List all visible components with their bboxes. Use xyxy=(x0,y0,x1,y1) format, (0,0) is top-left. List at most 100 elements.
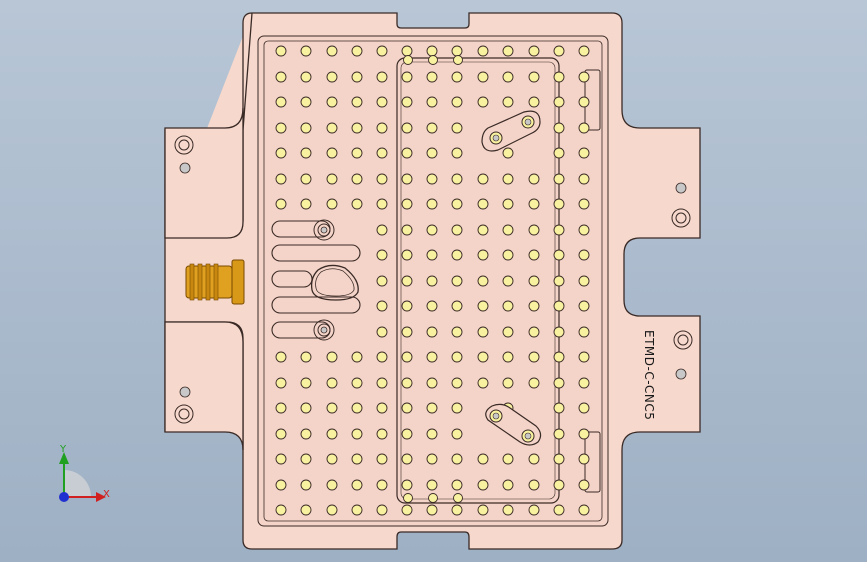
vacuum-hole xyxy=(451,351,463,363)
vacuum-hole xyxy=(477,377,489,389)
vacuum-hole xyxy=(275,96,287,108)
vacuum-hole xyxy=(275,173,287,185)
teardrop-inner xyxy=(315,268,355,297)
vacuum-hole xyxy=(578,275,590,287)
mount-hole-right-upper[interactable] xyxy=(671,208,691,228)
vacuum-hole xyxy=(477,326,489,338)
vacuum-hole xyxy=(275,198,287,210)
hose-fitting[interactable] xyxy=(185,259,245,305)
vacuum-hole xyxy=(477,173,489,185)
vacuum-hole xyxy=(401,122,413,134)
vacuum-hole xyxy=(351,122,363,134)
vacuum-hole xyxy=(376,224,388,236)
vacuum-hole xyxy=(300,351,312,363)
vacuum-hole xyxy=(401,173,413,185)
vacuum-hole xyxy=(451,428,463,440)
vacuum-hole xyxy=(528,71,540,83)
vacuum-hole xyxy=(451,377,463,389)
vacuum-hole xyxy=(502,147,514,159)
vacuum-hole xyxy=(553,249,565,261)
vacuum-hole xyxy=(426,224,438,236)
vacuum-hole xyxy=(502,275,514,287)
vacuum-hole xyxy=(426,275,438,287)
vacuum-hole xyxy=(477,198,489,210)
coordinate-triad: Y X xyxy=(59,444,110,502)
vacuum-hole xyxy=(351,377,363,389)
vacuum-hole xyxy=(578,122,590,134)
vacuum-hole xyxy=(401,428,413,440)
notch-hole xyxy=(403,55,413,65)
vacuum-hole xyxy=(528,45,540,57)
vacuum-hole xyxy=(553,402,565,414)
vacuum-hole xyxy=(376,453,388,465)
vacuum-hole xyxy=(376,71,388,83)
vacuum-hole xyxy=(578,428,590,440)
vacuum-hole xyxy=(451,198,463,210)
vacuum-hole xyxy=(553,300,565,312)
vacuum-hole xyxy=(351,71,363,83)
clamp-link-upper[interactable] xyxy=(481,110,541,152)
vacuum-hole xyxy=(477,300,489,312)
vacuum-hole xyxy=(477,71,489,83)
vacuum-hole xyxy=(401,249,413,261)
vacuum-hole xyxy=(528,198,540,210)
dowel-lower[interactable] xyxy=(313,319,335,341)
vacuum-hole xyxy=(553,71,565,83)
vacuum-hole xyxy=(502,224,514,236)
vacuum-hole xyxy=(326,402,338,414)
vacuum-hole xyxy=(326,71,338,83)
vacuum-hole xyxy=(300,96,312,108)
vacuum-hole xyxy=(351,479,363,491)
vacuum-hole xyxy=(351,96,363,108)
vacuum-hole xyxy=(376,45,388,57)
vacuum-hole xyxy=(477,96,489,108)
vacuum-hole xyxy=(426,377,438,389)
pin-right-lower xyxy=(675,368,687,380)
vacuum-hole xyxy=(376,377,388,389)
vacuum-hole xyxy=(553,173,565,185)
vacuum-hole xyxy=(502,300,514,312)
vacuum-hole xyxy=(528,479,540,491)
clamp-link-lower[interactable] xyxy=(485,403,542,446)
mount-hole-left-upper[interactable] xyxy=(174,135,194,155)
vacuum-hole xyxy=(553,351,565,363)
vacuum-hole xyxy=(401,479,413,491)
vacuum-hole xyxy=(578,45,590,57)
vacuum-hole xyxy=(451,453,463,465)
vacuum-hole xyxy=(451,275,463,287)
vacuum-hole xyxy=(528,453,540,465)
vacuum-hole xyxy=(578,300,590,312)
dowel-upper[interactable] xyxy=(313,219,335,241)
vacuum-hole xyxy=(578,402,590,414)
notch-hole xyxy=(453,55,463,65)
vacuum-hole xyxy=(528,351,540,363)
vacuum-hole xyxy=(426,402,438,414)
teardrop-cutout xyxy=(310,264,359,301)
vacuum-hole xyxy=(326,377,338,389)
pin-right-upper xyxy=(675,182,687,194)
vacuum-hole xyxy=(376,147,388,159)
vacuum-hole xyxy=(275,351,287,363)
vacuum-hole xyxy=(351,147,363,159)
vacuum-hole xyxy=(326,198,338,210)
mount-hole-left-lower[interactable] xyxy=(174,404,194,424)
vacuum-hole xyxy=(578,71,590,83)
vacuum-hole xyxy=(300,122,312,134)
vacuum-hole xyxy=(376,122,388,134)
vacuum-hole xyxy=(426,147,438,159)
vacuum-hole xyxy=(376,479,388,491)
vacuum-hole xyxy=(528,224,540,236)
mount-hole-right-lower[interactable] xyxy=(673,330,693,350)
vacuum-hole xyxy=(502,326,514,338)
vacuum-hole xyxy=(553,504,565,516)
vacuum-hole xyxy=(275,402,287,414)
vacuum-hole xyxy=(477,224,489,236)
vacuum-hole xyxy=(275,147,287,159)
vacuum-hole xyxy=(502,249,514,261)
vacuum-hole xyxy=(401,198,413,210)
vacuum-hole xyxy=(451,173,463,185)
vacuum-hole xyxy=(502,453,514,465)
vacuum-hole xyxy=(426,428,438,440)
